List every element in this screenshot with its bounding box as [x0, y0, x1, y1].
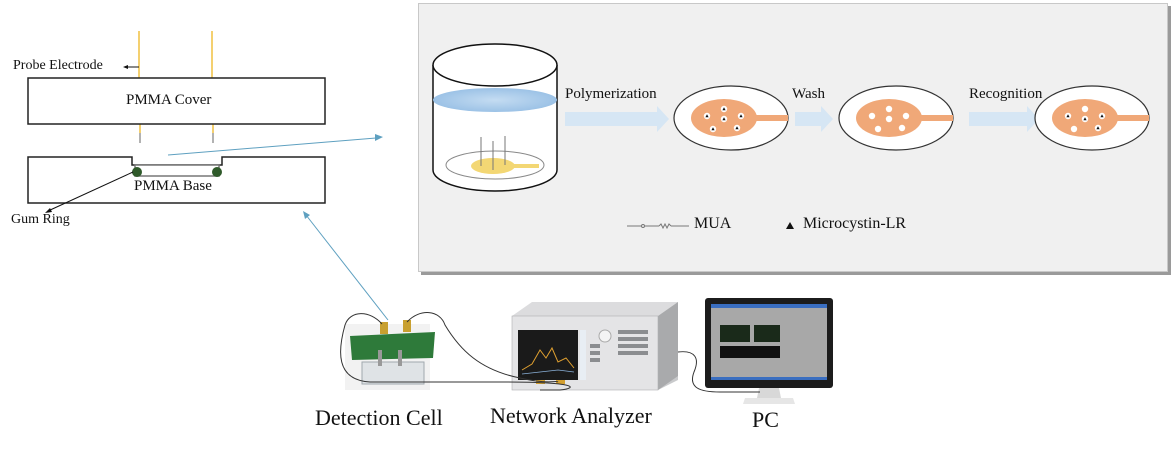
network-analyzer-photo — [511, 302, 678, 391]
microcystin-molecule — [1096, 126, 1100, 130]
rebound-sites-stage4 — [1064, 105, 1106, 133]
electrode-imprinted — [673, 85, 789, 151]
probe-arrowhead — [123, 65, 128, 69]
zoom-arrowhead — [375, 134, 383, 141]
step-label-recognition: Recognition — [969, 86, 1043, 102]
reaction-vessel — [432, 43, 558, 192]
microcystin-legend-triangle — [786, 222, 794, 229]
solution-layer — [433, 88, 557, 112]
gum-ring-arrow — [47, 171, 134, 212]
cell-cross-section — [27, 31, 389, 321]
cavity-sites-stage3 — [868, 105, 910, 133]
process-panel: Polymerization Wash Recognition MUA Micr… — [418, 3, 1168, 272]
microcystin-molecule — [735, 126, 739, 130]
step-label-polymerization: Polymerization — [565, 86, 657, 102]
mua-chains-in-solution — [480, 136, 506, 170]
microcystin-molecule — [711, 127, 715, 131]
step-arrow-polymerization — [565, 106, 669, 132]
microcystin-molecule — [705, 114, 709, 118]
binding-site — [898, 124, 906, 132]
gum-ring-arrowhead — [45, 208, 52, 213]
pmma-cover-label: PMMA Cover — [126, 92, 212, 108]
process-diagram — [432, 43, 1150, 230]
electrode-washed — [838, 85, 954, 151]
step-arrow-recognition — [969, 106, 1039, 132]
pmma-cover — [27, 77, 326, 125]
microcystin-molecule — [1083, 117, 1087, 121]
electrode-recognition — [1034, 85, 1150, 151]
microcystin-molecule — [1066, 114, 1070, 118]
device-label-network-analyzer: Network Analyzer — [490, 403, 652, 428]
binding-site — [885, 105, 893, 113]
legend-label-microcystin: Microcystin-LR — [803, 215, 907, 232]
device-label-detection-cell: Detection Cell — [315, 405, 443, 430]
detail-arrowhead — [303, 211, 310, 219]
cable-cell-to-analyzer — [340, 313, 571, 391]
gum-ring-label: Gum Ring — [11, 212, 70, 227]
instrument-setup — [340, 298, 833, 404]
detection-cell-photo — [345, 320, 435, 390]
detail-arrow-line — [305, 214, 389, 321]
binding-site — [868, 112, 876, 120]
device-label-pc: PC — [752, 407, 779, 432]
binding-site — [874, 125, 882, 133]
cable-analyzer-to-pc — [677, 351, 760, 393]
mua-legend-symbol — [627, 222, 689, 230]
zoom-arrow-line — [167, 137, 377, 156]
step-arrow-wash — [795, 106, 833, 132]
legend-label-mua: MUA — [694, 215, 732, 232]
pmma-base — [27, 156, 326, 204]
microcystin-molecule — [722, 117, 726, 121]
microcystin-molecule — [739, 114, 743, 118]
binding-site — [1070, 125, 1078, 133]
gum-ring-left — [132, 167, 142, 177]
cable-cell-to-analyzer-2 — [406, 312, 559, 383]
pmma-base-label: PMMA Base — [134, 178, 212, 194]
binding-site — [902, 112, 910, 120]
step-label-wash: Wash — [792, 86, 825, 102]
microcystin-molecule — [722, 107, 726, 111]
binding-site — [1081, 105, 1089, 113]
sensing-chamber — [134, 164, 220, 177]
template-sites-stage2 — [703, 105, 745, 133]
binding-site — [885, 115, 893, 123]
microcystin-molecule — [1100, 114, 1104, 118]
gold-electrode-lead — [513, 164, 539, 168]
gum-ring-right — [212, 167, 222, 177]
pc-monitor-photo — [705, 298, 833, 404]
probe-electrode-label: Probe Electrode — [13, 58, 103, 73]
